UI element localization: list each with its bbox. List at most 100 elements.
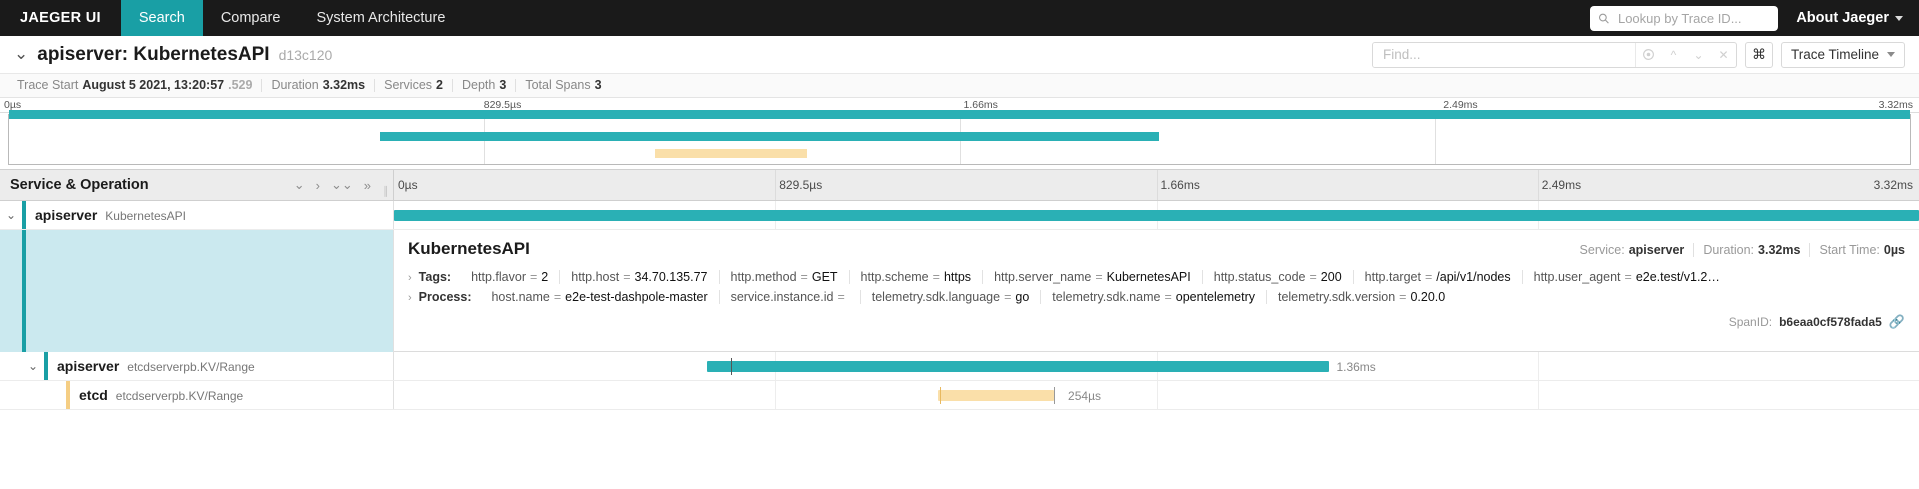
span-detail-duration-label: Duration: xyxy=(1703,243,1755,257)
nav-item-system-architecture[interactable]: System Architecture xyxy=(298,0,463,36)
span-detail-title-row: KubernetesAPI Service: apiserver Duratio… xyxy=(408,239,1905,267)
kv-equals: = xyxy=(529,270,538,284)
meta-total-spans: Total Spans 3 xyxy=(516,79,610,92)
span-operation-name: etcdserverpb.KV/Range xyxy=(127,360,255,374)
span-name-group: apiserver etcdserverpb.KV/Range xyxy=(48,358,255,374)
trace-header: ⌄ apiserver: KubernetesAPI d13c120 ^ ⌄ ✕… xyxy=(0,36,1919,74)
trace-id-label: d13c120 xyxy=(278,46,333,63)
kv-chip: telemetry.sdk.name=opentelemetry xyxy=(1041,290,1267,304)
kv-value: https xyxy=(943,270,972,284)
span-detail-duration: Duration: 3.32ms xyxy=(1694,243,1811,257)
double-chevron-down-icon[interactable]: ⌄⌄ xyxy=(330,177,353,192)
double-chevron-right-icon[interactable]: » xyxy=(363,177,371,193)
page-title: apiserver: KubernetesAPI xyxy=(37,43,270,65)
span-row-child-1[interactable]: ⌄ apiserver etcdserverpb.KV/Range 1.36ms xyxy=(0,352,1919,381)
column-title: Service & Operation xyxy=(10,177,149,193)
minimap-tick-label: 3.32ms xyxy=(1878,99,1913,111)
chevron-right-icon[interactable]: › xyxy=(315,177,320,193)
kv-value: go xyxy=(1015,290,1030,304)
meta-trace-start-millis: .529 xyxy=(228,78,253,93)
span-row-bar-cell[interactable] xyxy=(394,201,1919,229)
span-operation-name: KubernetesAPI xyxy=(105,209,186,223)
kv-value: e2e.test/v1.2… xyxy=(1635,270,1720,284)
span-row-label-cell[interactable]: ⌄ apiserver etcdserverpb.KV/Range xyxy=(0,352,394,380)
timeline-tick-label: 3.32ms xyxy=(1873,178,1913,192)
about-jaeger-menu[interactable]: About Jaeger xyxy=(1796,10,1903,26)
span-row-child-2[interactable]: etcd etcdserverpb.KV/Range 254µs xyxy=(0,381,1919,410)
chevron-right-icon[interactable]: › xyxy=(408,292,412,304)
kv-key: host.name xyxy=(491,290,550,304)
chevron-right-icon[interactable]: › xyxy=(408,272,412,284)
kv-value: 200 xyxy=(1320,270,1342,284)
span-row-label-cell[interactable]: ⌄ apiserver KubernetesAPI xyxy=(0,201,394,229)
prev-match-icon[interactable]: ^ xyxy=(1670,47,1677,62)
span-row-bar-cell[interactable]: 1.36ms xyxy=(394,352,1919,380)
span-expand-chevron[interactable]: ⌄ xyxy=(27,359,39,373)
kv-chip: http.flavor=2 xyxy=(460,270,561,284)
span-duration-bar[interactable] xyxy=(706,361,1329,372)
span-row-label-cell[interactable]: etcd etcdserverpb.KV/Range xyxy=(0,381,394,409)
kv-chip: http.method=GET xyxy=(720,270,850,284)
kv-chip: http.user_agent=e2e.test/v1.2… xyxy=(1523,270,1731,284)
kv-value: 34.70.135.77 xyxy=(634,270,708,284)
brand-label: JAEGER UI xyxy=(20,10,101,26)
focus-matches-icon[interactable] xyxy=(1636,43,1661,67)
kv-chip: http.status_code=200 xyxy=(1203,270,1354,284)
indent-spacer xyxy=(0,381,22,409)
meta-services-label: Services xyxy=(384,78,433,93)
jaeger-logo-link[interactable]: JAEGER UI xyxy=(0,0,121,36)
kv-chip: http.target=/api/v1/nodes xyxy=(1354,270,1523,284)
minimap-tick-label: 0µs xyxy=(4,99,22,111)
kv-key: telemetry.sdk.language xyxy=(871,290,1001,304)
kv-equals: = xyxy=(837,290,845,304)
indent-spacer xyxy=(22,381,44,409)
minimap-viewport[interactable] xyxy=(8,110,1911,165)
trace-title-group[interactable]: ⌄ apiserver: KubernetesAPI d13c120 xyxy=(14,44,332,66)
chevron-down-icon[interactable]: ⌄ xyxy=(14,43,29,63)
span-expand-chevron[interactable]: ⌄ xyxy=(5,208,17,222)
span-duration-bar[interactable] xyxy=(394,210,1919,221)
kv-key: http.flavor xyxy=(471,270,526,284)
view-mode-select[interactable]: Trace Timeline xyxy=(1780,41,1905,68)
timeline-tick-label: 829.5µs xyxy=(779,178,823,192)
span-duration-bar[interactable] xyxy=(938,390,1055,401)
kv-equals: = xyxy=(1004,290,1012,304)
process-list: host.name = e2e-test-dashpole-master servic… xyxy=(480,290,1456,304)
span-color-bar xyxy=(44,352,48,380)
kv-equals: = xyxy=(932,270,940,284)
kv-key: service.instance.id xyxy=(730,290,834,304)
span-detail-panel: KubernetesAPI Service: apiserver Duratio… xyxy=(0,230,1919,352)
kv-chip: http.server_name=KubernetesAPI xyxy=(983,270,1203,284)
nav-item-compare[interactable]: Compare xyxy=(203,0,299,36)
kv-key: telemetry.sdk.name xyxy=(1052,290,1161,304)
about-jaeger-label: About Jaeger xyxy=(1796,10,1889,26)
span-row-root[interactable]: ⌄ apiserver KubernetesAPI xyxy=(0,201,1919,230)
next-match-icon[interactable]: ⌄ xyxy=(1693,47,1704,62)
span-detail-service: Service: apiserver xyxy=(1571,243,1695,257)
timeline-gridline xyxy=(1537,381,1539,409)
link-icon[interactable]: 🔗 xyxy=(1888,314,1905,329)
keyboard-shortcuts-button[interactable]: ⌘ xyxy=(1744,41,1773,68)
trace-id-lookup[interactable] xyxy=(1590,5,1779,31)
kv-value: e2e-test-dashpole-master xyxy=(565,290,708,304)
clear-search-icon[interactable]: ✕ xyxy=(1718,47,1729,62)
span-detail-start-label: Start Time: xyxy=(1819,243,1880,257)
trace-id-input[interactable] xyxy=(1615,9,1771,27)
kv-equals: = xyxy=(1424,270,1433,284)
kv-chip: telemetry.sdk.language=go xyxy=(861,290,1042,304)
span-row-bar-cell[interactable]: 254µs xyxy=(394,381,1919,409)
span-color-bar xyxy=(22,201,26,229)
chevron-down-icon[interactable]: ⌄ xyxy=(293,177,305,192)
meta-trace-start: Trace Start August 5 2021, 13:20:57 .529 xyxy=(8,78,263,93)
find-input[interactable] xyxy=(1372,42,1635,67)
span-process-row[interactable]: › Process: host.name=e2e-test-dashpole-m… xyxy=(408,287,1905,307)
kv-equals: = xyxy=(623,270,631,284)
column-resize-handle[interactable]: ║ xyxy=(382,186,389,196)
nav-item-search[interactable]: Search xyxy=(120,0,203,36)
kv-equals: = xyxy=(1164,290,1172,304)
timeline-tick-label: 0µs xyxy=(398,178,418,192)
